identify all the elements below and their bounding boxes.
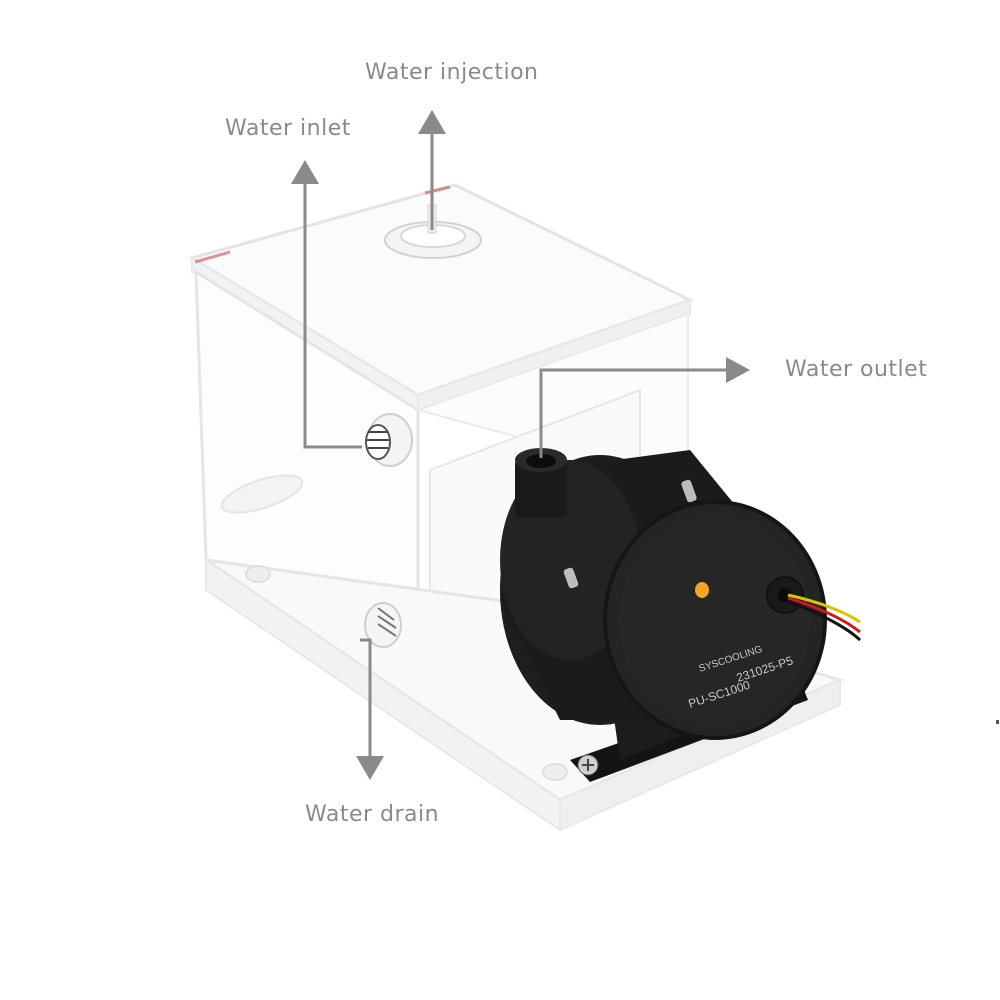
- label-water-drain: Water drain: [305, 802, 440, 827]
- outlet-arrow-icon: [539, 357, 750, 458]
- label-water-outlet: Water outlet: [785, 357, 928, 382]
- label-water-injection: Water injection: [365, 60, 539, 85]
- pump: PU-SC1000 231025-P5 SYSCOOLING: [500, 448, 862, 782]
- inlet-arrow-icon: [291, 160, 362, 449]
- annotation-arrows: [291, 110, 750, 780]
- inlet-port-fitting: [365, 413, 413, 467]
- drain-arrow-icon: [356, 638, 384, 780]
- drain-port-fitting: [364, 602, 402, 648]
- injection-port-fitting: [384, 204, 482, 259]
- injection-arrow-icon: [418, 110, 446, 230]
- label-water-inlet: Water inlet: [225, 116, 351, 141]
- edge-mark: [996, 720, 999, 724]
